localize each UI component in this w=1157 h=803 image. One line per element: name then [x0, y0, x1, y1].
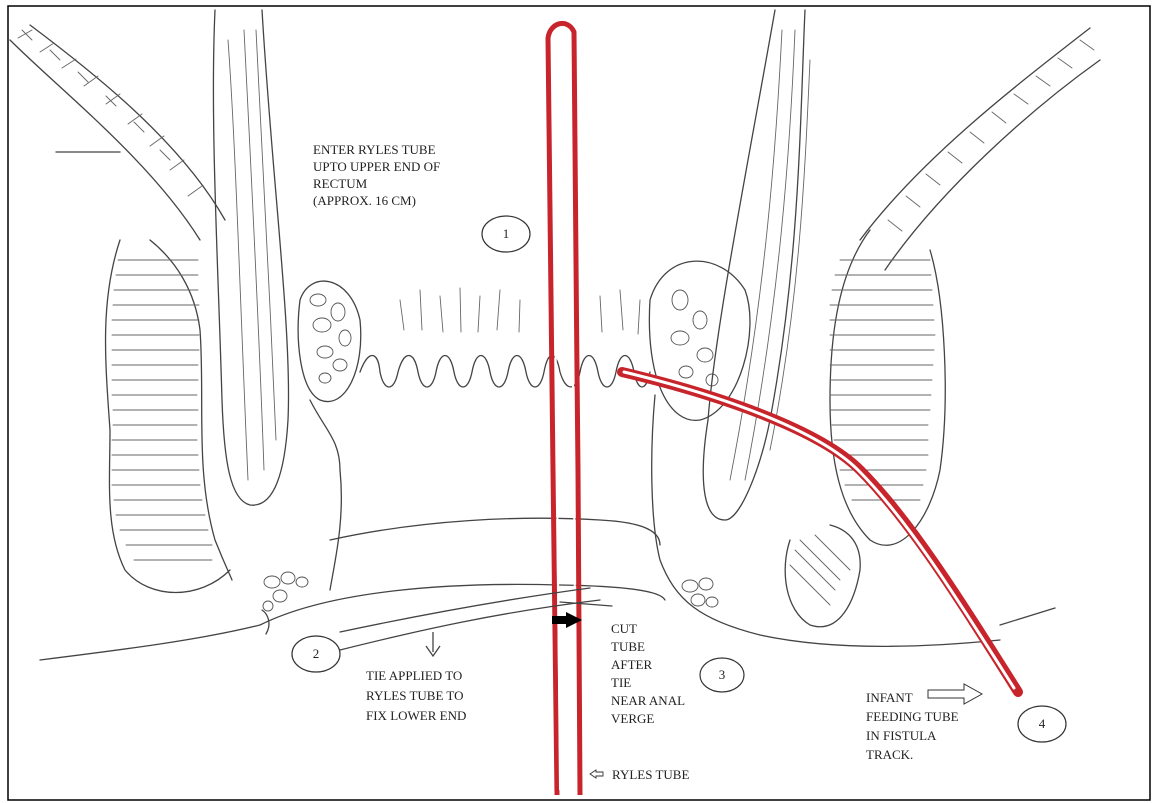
- step1-line: (APPROX. 16 CM): [313, 193, 416, 208]
- step2-line: FIX LOWER END: [366, 708, 466, 723]
- left-arrow-icon: [590, 770, 603, 778]
- step4-line: TRACK.: [866, 747, 913, 762]
- step4-line: FEEDING TUBE: [866, 709, 959, 724]
- right-internal-sphincter: [703, 10, 810, 520]
- step4-label: INFANT FEEDING TUBE IN FISTULA TRACK.: [866, 690, 959, 762]
- step4-line: IN FISTULA: [866, 728, 937, 743]
- left-anal-glands: [298, 281, 361, 590]
- step3-label: CUT TUBE AFTER TIE NEAR ANAL VERGE: [611, 621, 685, 726]
- right-external-sphincter: [785, 230, 945, 627]
- step2-line: RYLES TUBE TO: [366, 688, 464, 703]
- mucosal-hairs: [400, 288, 640, 334]
- step3-line: NEAR ANAL: [611, 693, 685, 708]
- right-outer-band: [860, 28, 1100, 270]
- left-outer-band: [10, 25, 225, 240]
- step2-line: TIE APPLIED TO: [366, 668, 462, 683]
- step4-line: INFANT: [866, 690, 913, 705]
- step2-label: TIE APPLIED TO RYLES TUBE TO FIX LOWER E…: [366, 668, 466, 723]
- step3-line: TIE: [611, 675, 631, 690]
- marker-3: 3: [700, 658, 744, 692]
- marker-3-number: 3: [719, 667, 726, 682]
- right-arrow-icon: [928, 684, 982, 704]
- left-lower-glands: [262, 572, 308, 634]
- left-internal-sphincter: [213, 10, 288, 505]
- step3-line: AFTER: [611, 657, 653, 672]
- step1-line: UPTO UPPER END OF: [313, 159, 440, 174]
- marker-1-number: 1: [503, 226, 510, 241]
- ryles-tube-label: RYLES TUBE: [612, 767, 689, 782]
- marker-4: 4: [1018, 706, 1066, 742]
- marker-2: 2: [292, 636, 340, 672]
- left-external-sphincter: [106, 240, 232, 593]
- step3-line: TUBE: [611, 639, 645, 654]
- step1-label: ENTER RYLES TUBE UPTO UPPER END OF RECTU…: [313, 142, 440, 208]
- step1-line: ENTER RYLES TUBE: [313, 142, 436, 157]
- step3-line: CUT: [611, 621, 637, 636]
- step1-line: RECTUM: [313, 176, 368, 191]
- marker-4-number: 4: [1039, 716, 1046, 731]
- down-arrow-icon: [426, 632, 440, 656]
- step3-line: VERGE: [611, 711, 654, 726]
- marker-2-number: 2: [313, 646, 320, 661]
- dentate-line: [360, 356, 650, 388]
- ryles-tube: [548, 23, 580, 795]
- marker-1: 1: [482, 216, 530, 252]
